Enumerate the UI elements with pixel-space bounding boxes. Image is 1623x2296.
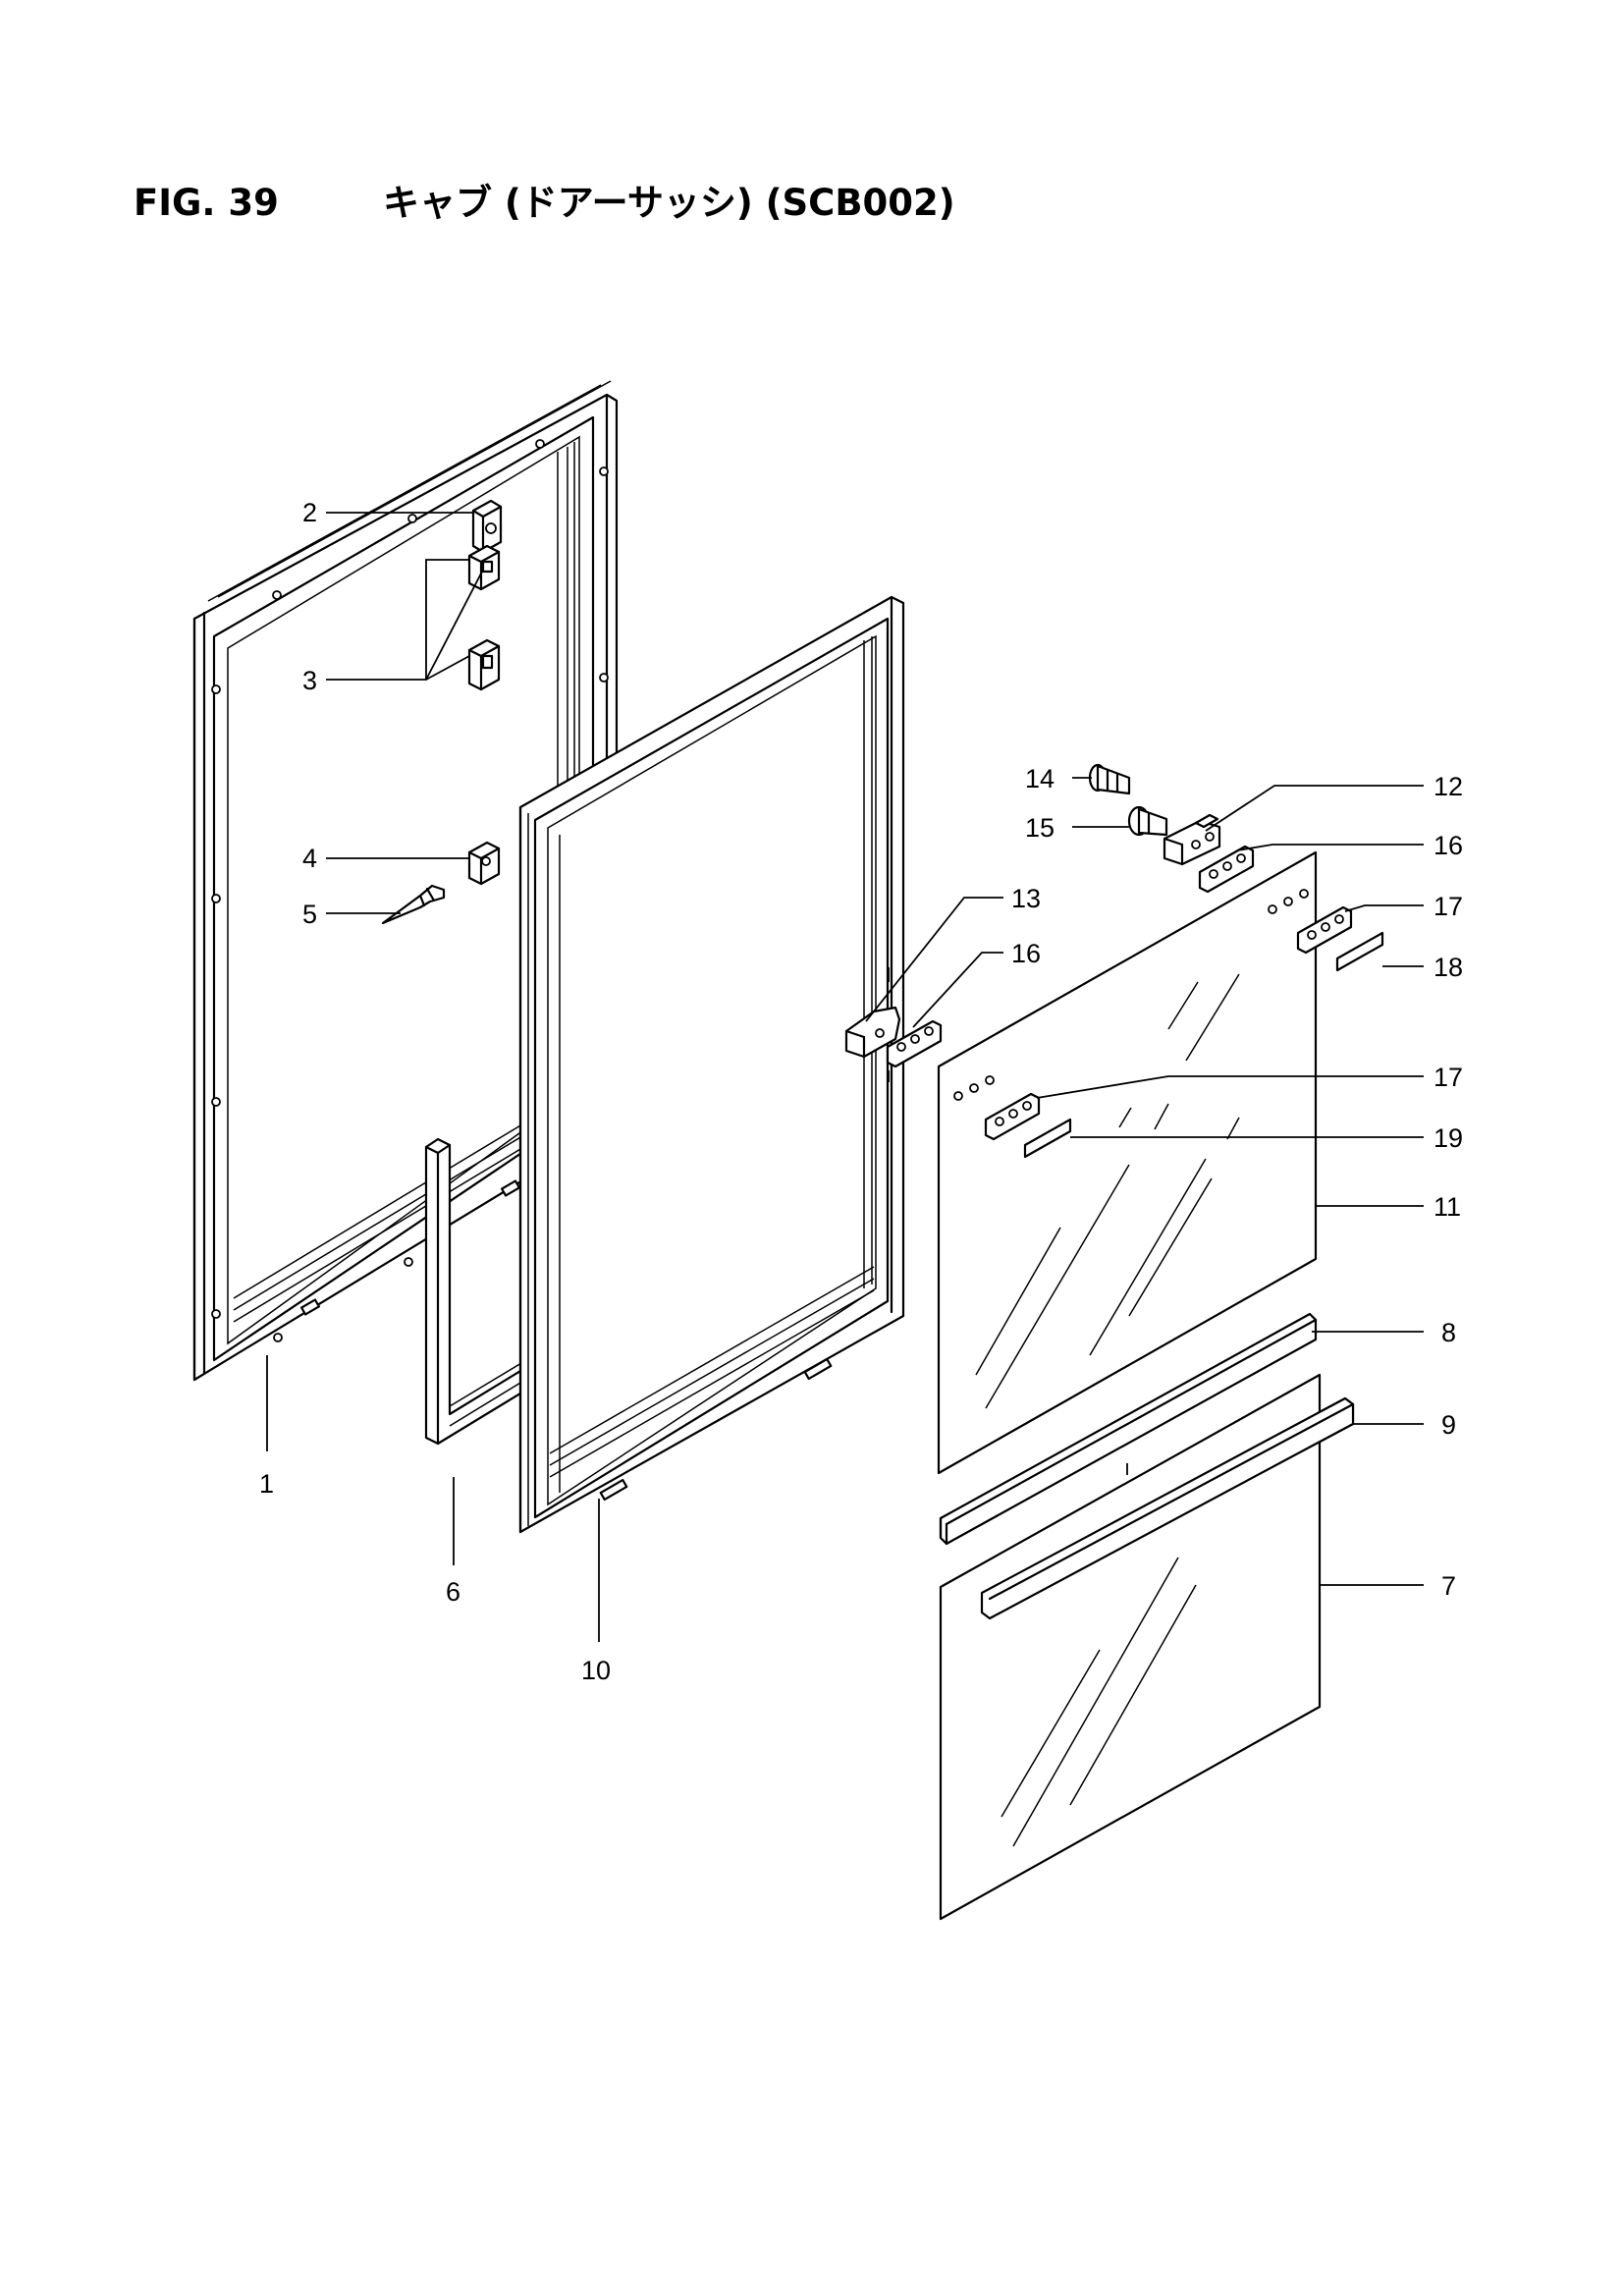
callout-8: 8 — [1441, 1318, 1456, 1347]
callout-18: 18 — [1434, 953, 1463, 982]
leader-lines — [266, 512, 1424, 1642]
callout-5: 5 — [302, 900, 317, 929]
part-4-clip — [467, 841, 501, 886]
part-2-clip — [471, 499, 503, 554]
part-3-clip-upper — [467, 544, 501, 591]
callout-14: 14 — [1025, 764, 1055, 793]
callout-11: 11 — [1434, 1192, 1461, 1222]
callout-1: 1 — [259, 1469, 274, 1499]
part-10-door-frame — [518, 595, 905, 1534]
callout-6: 6 — [446, 1577, 460, 1607]
callout-4: 4 — [302, 844, 317, 873]
part-13-bracket — [844, 1006, 901, 1059]
callout-16-right: 16 — [1434, 831, 1463, 860]
callout-15: 15 — [1025, 813, 1055, 843]
callout-16-left: 16 — [1011, 939, 1041, 968]
callout-3: 3 — [302, 666, 317, 695]
callout-10: 10 — [581, 1656, 611, 1685]
part-14-bolt — [1088, 763, 1131, 795]
callout-12: 12 — [1434, 772, 1463, 801]
figure-number: FIG. 39 — [134, 182, 279, 224]
callout-13: 13 — [1011, 884, 1041, 913]
part-7-glass-panel — [939, 1373, 1355, 1921]
part-19-seal — [1023, 1118, 1072, 1159]
part-11-glass-panel — [937, 850, 1318, 1475]
callout-2: 2 — [302, 498, 317, 527]
callout-labels: 1 2 3 4 5 6 7 8 9 10 11 12 13 14 15 16 1… — [259, 498, 1463, 1685]
figure-title: キャブ (ドアーサッシ) (SCB002) — [383, 182, 955, 224]
part-17-plate-right — [1296, 905, 1353, 955]
part-8-channel — [939, 1312, 1318, 1546]
callout-17-right: 17 — [1434, 892, 1463, 921]
part-17-plate-left — [984, 1092, 1041, 1141]
callout-7: 7 — [1441, 1571, 1456, 1601]
callout-19: 19 — [1434, 1123, 1463, 1153]
part-15-bolt — [1127, 805, 1168, 837]
part-16-plate-left — [886, 1019, 943, 1068]
part-16-plate-right — [1198, 845, 1255, 894]
part-3-clip-lower — [467, 638, 501, 691]
part-18-seal — [1335, 931, 1384, 972]
part-12-bracket — [1163, 813, 1221, 866]
callout-9: 9 — [1441, 1410, 1456, 1440]
callout-17-left: 17 — [1434, 1063, 1463, 1092]
